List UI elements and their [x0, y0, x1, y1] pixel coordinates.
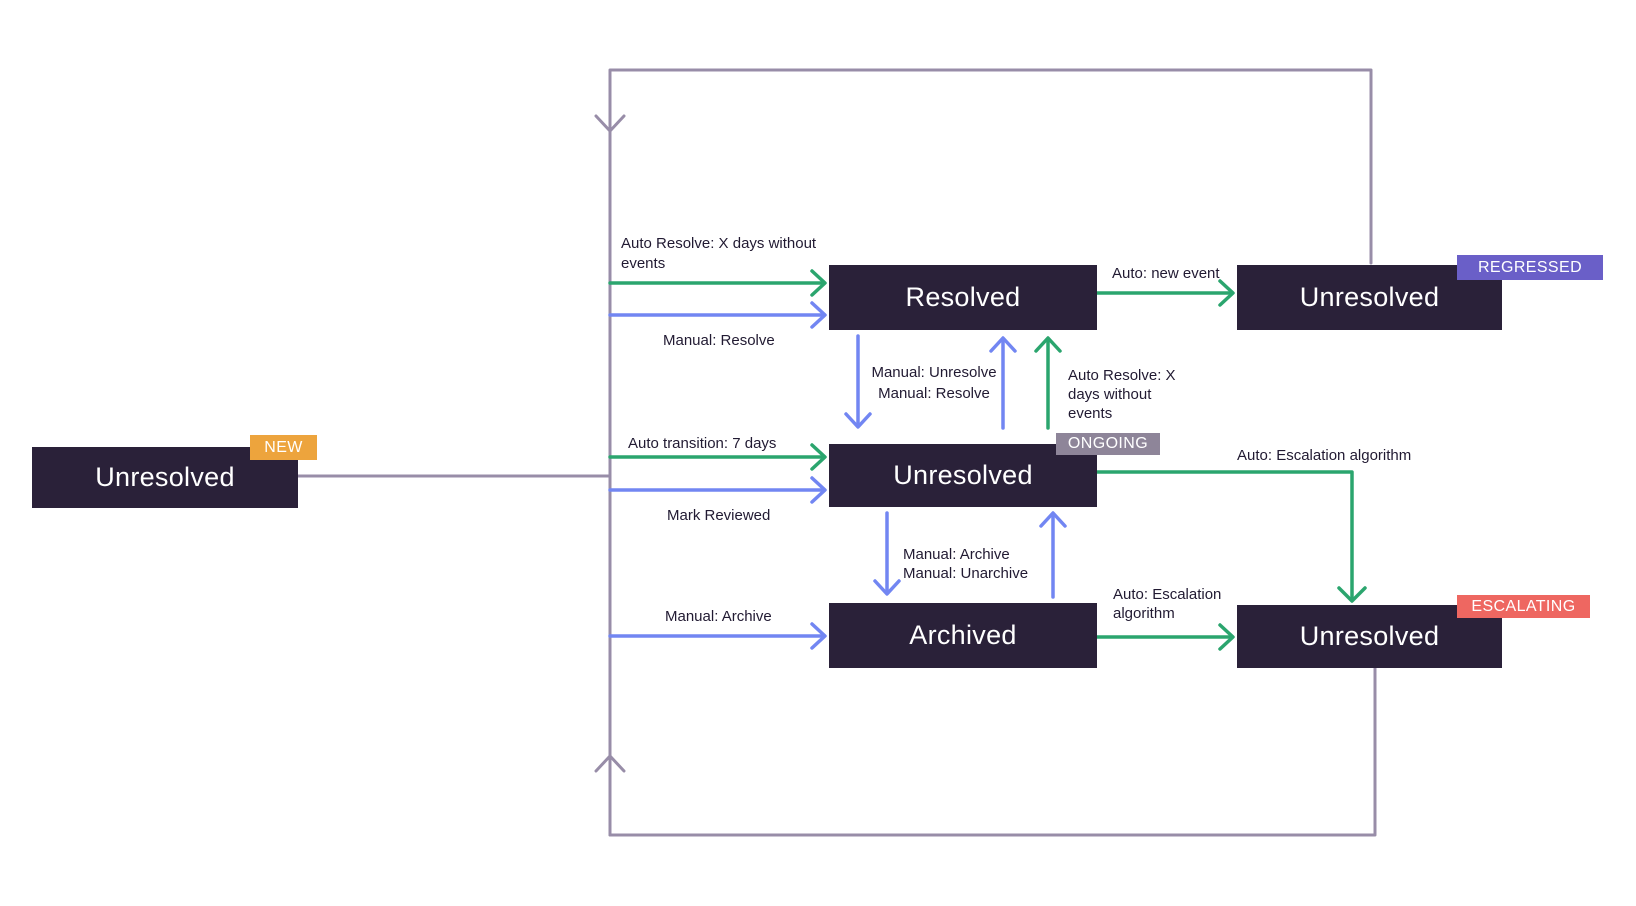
state-label: Unresolved — [95, 462, 235, 492]
label-manual-unresolve-resolve: Manual: Unresolve Manual: Resolve — [858, 363, 1010, 404]
arrowhead-auto-new-event-to-regressed — [1218, 279, 1235, 307]
state-label: Resolved — [905, 282, 1021, 312]
arrowhead-loop-down — [594, 114, 626, 133]
label-manual-archive-unarchive: Manual: Archive Manual: Unarchive — [903, 545, 1028, 583]
arrowhead-auto-transition-to-ongoing — [810, 443, 827, 471]
arrowhead-auto-resolve-to-resolved — [810, 269, 827, 297]
state-archived: Archived — [829, 603, 1097, 668]
label-manual-unresolve: Manual: Unresolve — [871, 364, 997, 381]
arrowhead-manual-unarchive-up — [1039, 511, 1067, 528]
arrowhead-manual-archive-down — [873, 579, 901, 596]
arrowhead-loop-up — [594, 754, 626, 773]
arrowhead-manual-archive-to-archived — [810, 622, 827, 650]
label-auto-new-event: Auto: new event — [1112, 265, 1220, 282]
state-label: Unresolved — [893, 460, 1033, 490]
label-auto-escalation-mid: Auto: Escalation algorithm — [1237, 447, 1412, 464]
edge-auto-escalation-ongoing-to-escalating — [1095, 470, 1354, 599]
connector-loop-bottom — [608, 666, 1377, 837]
state-label: Unresolved — [1299, 621, 1440, 651]
badge-escalating: ESCALATING — [1457, 595, 1590, 618]
label-manual-unarchive-mid: Manual: Unarchive — [903, 565, 1029, 582]
label-auto-transition: Auto transition: 7 days — [628, 435, 777, 452]
label-manual-archive-mid: Manual: Archive — [903, 546, 1010, 563]
label-auto-resolve-mid: Auto Resolve: X days without events — [1068, 367, 1176, 422]
arrowhead-manual-resolve-up — [989, 336, 1017, 353]
state-label: Archived — [909, 620, 1017, 650]
label-manual-resolve-left: Manual: Resolve — [663, 332, 775, 349]
arrowhead-mark-reviewed-to-ongoing — [810, 476, 827, 504]
label-manual-archive-bottom: Manual: Archive — [665, 608, 772, 625]
arrowhead-auto-resolve-ongoing-to-resolved — [1034, 336, 1062, 353]
arrowhead-manual-resolve-to-resolved — [810, 301, 827, 329]
label-auto-escalation-bottom: Auto: Escalation algorithm — [1113, 586, 1222, 622]
arrowhead-auto-escalation-to-escalating — [1218, 623, 1235, 651]
badge-new: NEW — [250, 435, 317, 460]
label-manual-resolve-mid: Manual: Resolve — [878, 384, 990, 402]
state-label: Unresolved — [1299, 282, 1440, 312]
badge-regressed: REGRESSED — [1457, 255, 1603, 280]
arrowhead-auto-escalation-ongoing-to-escalating — [1337, 586, 1367, 603]
state-resolved: Resolved — [829, 265, 1097, 330]
arrowhead-manual-unresolve-down — [844, 412, 872, 429]
label-auto-resolve-left: Auto Resolve: X days without events — [621, 235, 817, 272]
state-unresolved-ongoing: Unresolved — [829, 444, 1097, 507]
badge-ongoing: ONGOING — [1056, 433, 1160, 455]
connector-loop-top — [608, 68, 1373, 837]
label-mark-reviewed: Mark Reviewed — [667, 507, 771, 524]
